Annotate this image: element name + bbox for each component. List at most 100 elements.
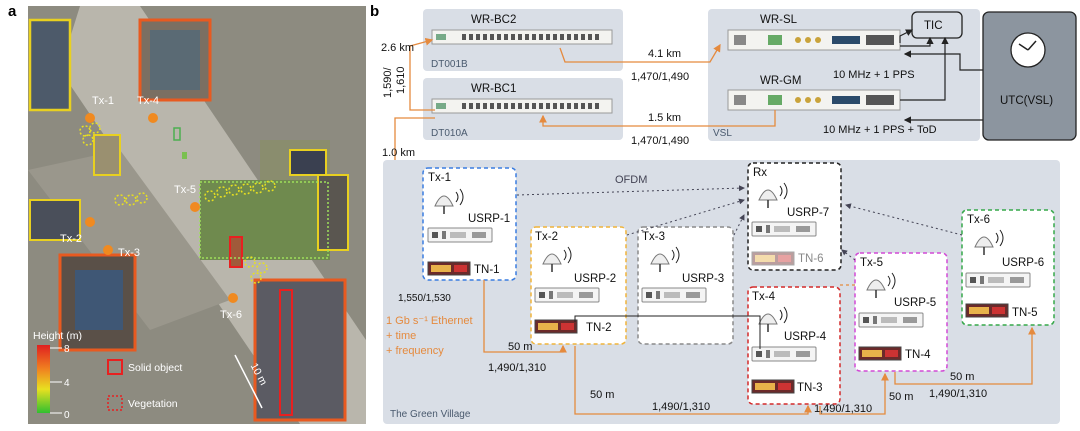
height-tick-8: 8 — [64, 344, 70, 355]
dt010a-label: DT010A — [431, 128, 468, 139]
height-legend-title: Height (m) — [33, 330, 82, 342]
ethernet-label-3: + frequency — [386, 345, 444, 357]
tx5-map-label: Tx-5 — [174, 184, 196, 196]
tic-label: TIC — [924, 20, 943, 32]
usrp3-device — [641, 287, 707, 303]
dist-4-1km: 4.1 km — [648, 48, 681, 60]
panel-b-letter: b — [370, 3, 379, 20]
dist-50m-b: 50 m — [590, 389, 614, 401]
tx3-map-label: Tx-3 — [118, 247, 140, 259]
solid-object-legend-label: Solid object — [128, 362, 182, 374]
wr-sl-label: WR-SL — [760, 14, 798, 26]
usrp7-device — [751, 221, 817, 237]
tx1-label: Tx-1 — [428, 172, 451, 184]
scale-bar — [234, 354, 263, 409]
dist-1-5km: 1.5 km — [648, 112, 681, 124]
panel-a-letter: a — [8, 3, 17, 20]
tn3-label: TN-3 — [797, 382, 823, 394]
building — [253, 278, 347, 422]
wr-bc1-label: WR-BC1 — [471, 83, 516, 95]
wl-1470-1490-b: 1,470/1,490 — [631, 135, 689, 147]
tn4-device — [858, 346, 902, 361]
tn6-label: TN-6 — [798, 253, 824, 265]
usrp4-device — [751, 346, 817, 362]
tx3-box — [637, 226, 734, 345]
rx-label: Rx — [753, 167, 767, 179]
tn1-device — [427, 261, 471, 276]
dist-50m-d: 50 m — [950, 371, 974, 383]
usrp7-label: USRP-7 — [787, 207, 829, 219]
dist-50m-a: 50 m — [508, 341, 532, 353]
dist-2-6km: 2.6 km — [381, 42, 414, 54]
usrp6-label: USRP-6 — [1002, 257, 1044, 269]
ethernet-label-2: + time — [386, 330, 416, 342]
pps-label-1: 10 MHz + 1 PPS — [833, 69, 915, 81]
ofdm-links — [516, 185, 963, 261]
tn5-label: TN-5 — [1012, 307, 1038, 319]
usrp5-label: USRP-5 — [894, 297, 936, 309]
dist-1-0km: 1.0 km — [382, 147, 415, 159]
tx-markers — [85, 113, 238, 303]
tn4-label: TN-4 — [905, 349, 931, 361]
usrp6-device — [965, 272, 1031, 288]
usrp3-label: USRP-3 — [682, 273, 724, 285]
tx6-map-label: Tx-6 — [220, 309, 242, 321]
wr-gm-device — [727, 89, 901, 111]
wl-1610: 1,610 — [395, 66, 407, 94]
green-village-label: The Green Village — [390, 409, 471, 420]
usrp4-label: USRP-4 — [784, 331, 827, 343]
wr-bc2-device — [431, 29, 613, 45]
panel-a: a — [8, 3, 366, 424]
wr-gm-label: WR-GM — [760, 75, 802, 87]
wr-bc2-label: WR-BC2 — [471, 14, 516, 26]
wl-1550-1530: 1,550/1,530 — [398, 293, 451, 304]
usrp5-device — [858, 312, 924, 328]
tx1-map-label: Tx-1 — [92, 95, 114, 107]
height-colorbar — [37, 345, 50, 413]
vsl-label: VSL — [713, 128, 732, 139]
vegetation-legend-label: Vegetation — [128, 398, 178, 410]
tn6-device — [751, 251, 795, 266]
wl-1470-1490-a: 1,470/1,490 — [631, 71, 689, 83]
tic-box — [911, 11, 963, 39]
utc-vsl-label: UTC(VSL) — [1000, 95, 1053, 107]
tn2-device — [534, 319, 578, 334]
rx-box — [747, 162, 842, 271]
vegetation-legend-swatch — [107, 395, 123, 411]
pps-label-2: 10 MHz + 1 PPS + ToD — [823, 124, 937, 136]
dist-50m-c: 50 m — [889, 391, 913, 403]
usrp2-label: USRP-2 — [574, 273, 616, 285]
wr-bc1-device — [431, 98, 613, 114]
tx3-label: Tx-3 — [642, 231, 665, 243]
ethernet-label-1: 1 Gb s⁻¹ Ethernet — [386, 315, 473, 327]
panel-b: b WR-BC2 DT001B WR-BC1 DT010A WR-SL WR-G… — [370, 3, 1077, 424]
tx4-label: Tx-4 — [752, 291, 776, 303]
tn2-label: TN-2 — [586, 322, 612, 334]
wl-1490-1310-a: 1,490/1,310 — [488, 362, 546, 374]
wl-1490-1310-d: 1,490/1,310 — [929, 388, 987, 400]
tn3-device — [751, 379, 795, 394]
wl-1490-1310-b: 1,490/1,310 — [652, 401, 710, 413]
ofdm-label: OFDM — [615, 174, 647, 186]
wl-1490-1310-c: 1,490/1,310 — [814, 403, 872, 415]
tx1-box — [422, 167, 517, 281]
building — [28, 18, 72, 112]
dt001b-label: DT001B — [431, 59, 468, 70]
tn5-device — [965, 303, 1009, 318]
tx5-label: Tx-5 — [860, 257, 883, 269]
wr-sl-device — [727, 29, 901, 51]
tn1-label: TN-1 — [474, 264, 500, 276]
height-tick-4: 4 — [64, 378, 70, 389]
usrp1-label: USRP-1 — [468, 213, 510, 225]
height-tick-0: 0 — [64, 410, 70, 421]
tx2-label: Tx-2 — [535, 231, 558, 243]
utc-vsl-box — [982, 11, 1077, 141]
usrp1-device — [427, 227, 493, 243]
solid-object-legend-swatch — [107, 359, 123, 375]
vegetation-circles — [79, 122, 276, 284]
grass-area — [200, 180, 330, 260]
tx6-label: Tx-6 — [967, 214, 990, 226]
tx2-map-label: Tx-2 — [60, 233, 82, 245]
usrp2-device — [534, 287, 600, 303]
